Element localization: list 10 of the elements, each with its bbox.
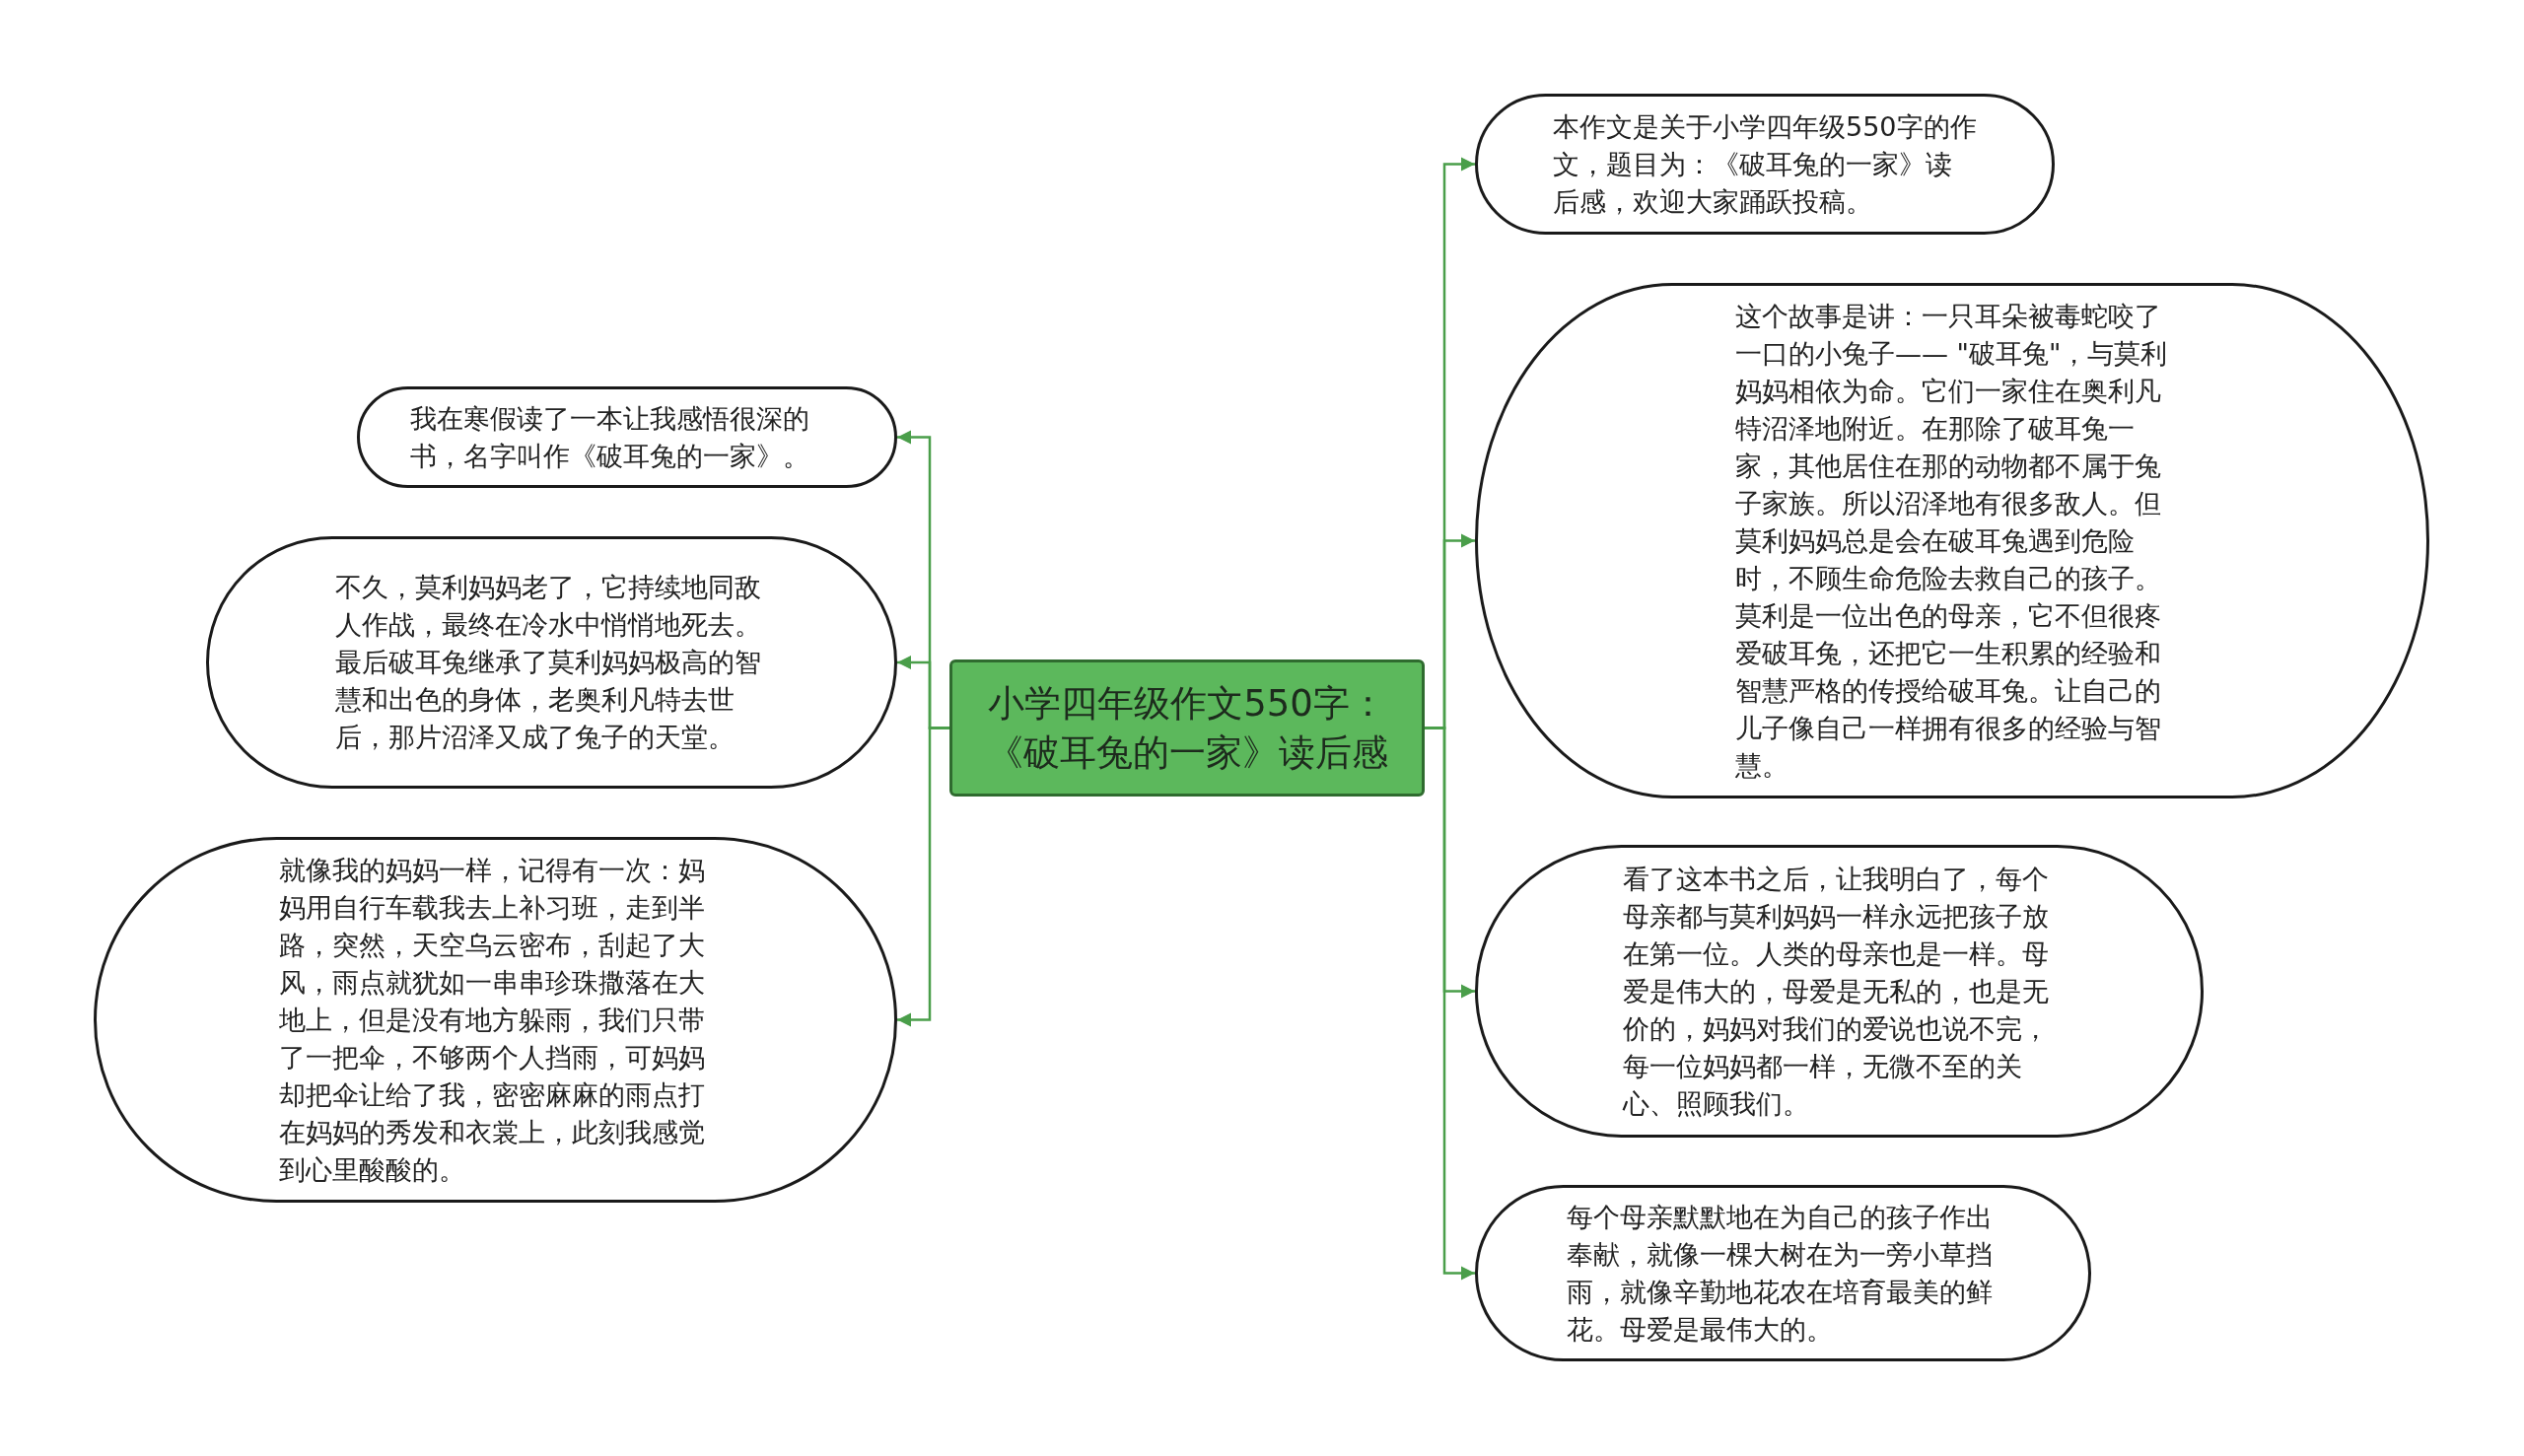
paragraph-text: 就像我的妈妈一样，记得有一次：妈妈用自行车载我去上补习班，走到半路，突然，天空乌云密布，刮起了大风，雨点就犹如一串串珍珠撒落在大地上，但是没有地方躲雨，我们只带了一把伞，不够两个人挡雨，可妈妈却把伞让给了我，密密麻麻的雨点打在妈妈的秀发和衣裳上，此刻我感觉到心里酸酸的。 <box>278 853 706 1187</box>
connector-arrow <box>897 727 949 1027</box>
paragraph-text: 这个故事是讲：一只耳朵被毒蛇咬了一口的小兔子—— "破耳兔"，与莫利妈妈相依为命。它们一家住在奥利凡特沼泽地附近。在那除了破耳兔一家，其他居住在那的动物都不属于兔子家族。所以沼泽地有很多敌人。但莫利妈妈总是会在破耳兔遇到危险时，不顾生命危险去救自己的孩子。莫利是一位出色的母亲，它不但很疼爱破耳兔，还把它一生积累的经验和智慧严格的传授给破耳兔。让自己的儿子像自己一样拥有很多的经验与智慧。 <box>1735 299 2169 783</box>
paragraph-text: 不久，莫利妈妈老了，它持续地同敌人作战，最终在冷水中悄悄地死去。最后破耳兔继承了莫利妈妈极高的智慧和出色的身体，老奥利凡特去世后，那片沼泽又成了兔子的天堂。 <box>334 571 762 754</box>
topic-box <box>949 659 1425 797</box>
paragraph-text: 看了这本书之后，让我明白了，每个母亲都与莫利妈妈一样永远把孩子放在第一位。人类的母亲也是一样。母爱是伟大的，母爱是无私的，也是无价的，妈妈对我们的爱说也说不完，每一位妈妈都一样，无微不至的关心、照顾我们。 <box>1622 862 2050 1121</box>
paragraph-text: 每个母亲默默地在为自己的孩子作出奉献，就像一棵大树在为一旁小草挡雨，就像辛勤地花农在培育最美的鲜花。母爱是最伟大的。 <box>1566 1200 1994 1347</box>
topic-text: 小学四年级作文550字：《破耳兔的一家》读后感 <box>985 680 1389 776</box>
paragraph-text: 本作文是关于小学四年级550字的作文，题目为：《破耳兔的一家》读后感，欢迎大家踊跃投稿。 <box>1553 109 1977 219</box>
paragraph-text: 我在寒假读了一本让我感悟很深的书，名字叫作《破耳兔的一家》。 <box>410 401 810 473</box>
